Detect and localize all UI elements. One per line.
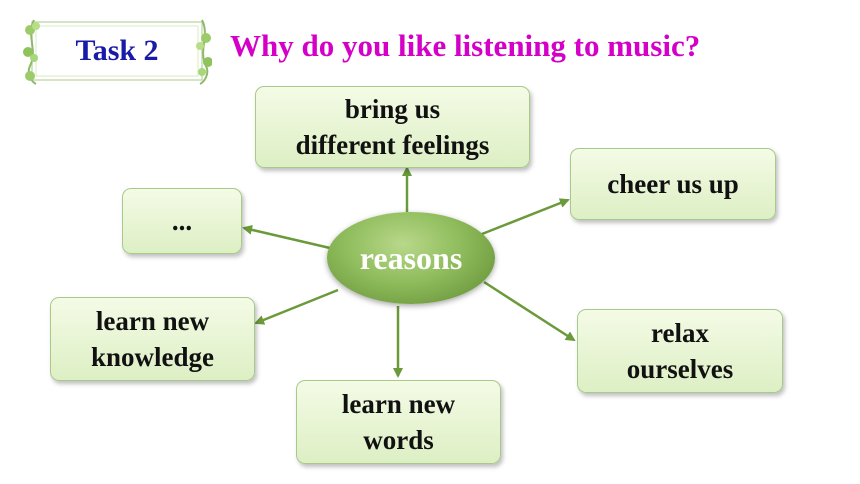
arrow-to-right-top <box>481 198 570 236</box>
center-node: reasons <box>327 212 495 304</box>
arrow-to-right-bottom <box>483 280 576 342</box>
node-left-top: ... <box>122 188 242 254</box>
node-left-bottom: learn new knowledge <box>50 297 255 381</box>
node-right-bottom: relax ourselves <box>577 309 783 393</box>
task-label: Task 2 <box>75 34 159 67</box>
task-badge: Task 2 <box>22 16 212 86</box>
node-right-top: cheer us up <box>570 148 776 220</box>
arrow-to-left-top <box>242 224 331 250</box>
arrow-to-left-bottom <box>254 288 339 325</box>
node-top: bring us different feelings <box>255 86 530 168</box>
question-heading: Why do you like listening to music? <box>230 28 701 63</box>
node-bottom: learn new words <box>296 380 501 464</box>
clover-frame-icon <box>23 19 212 85</box>
